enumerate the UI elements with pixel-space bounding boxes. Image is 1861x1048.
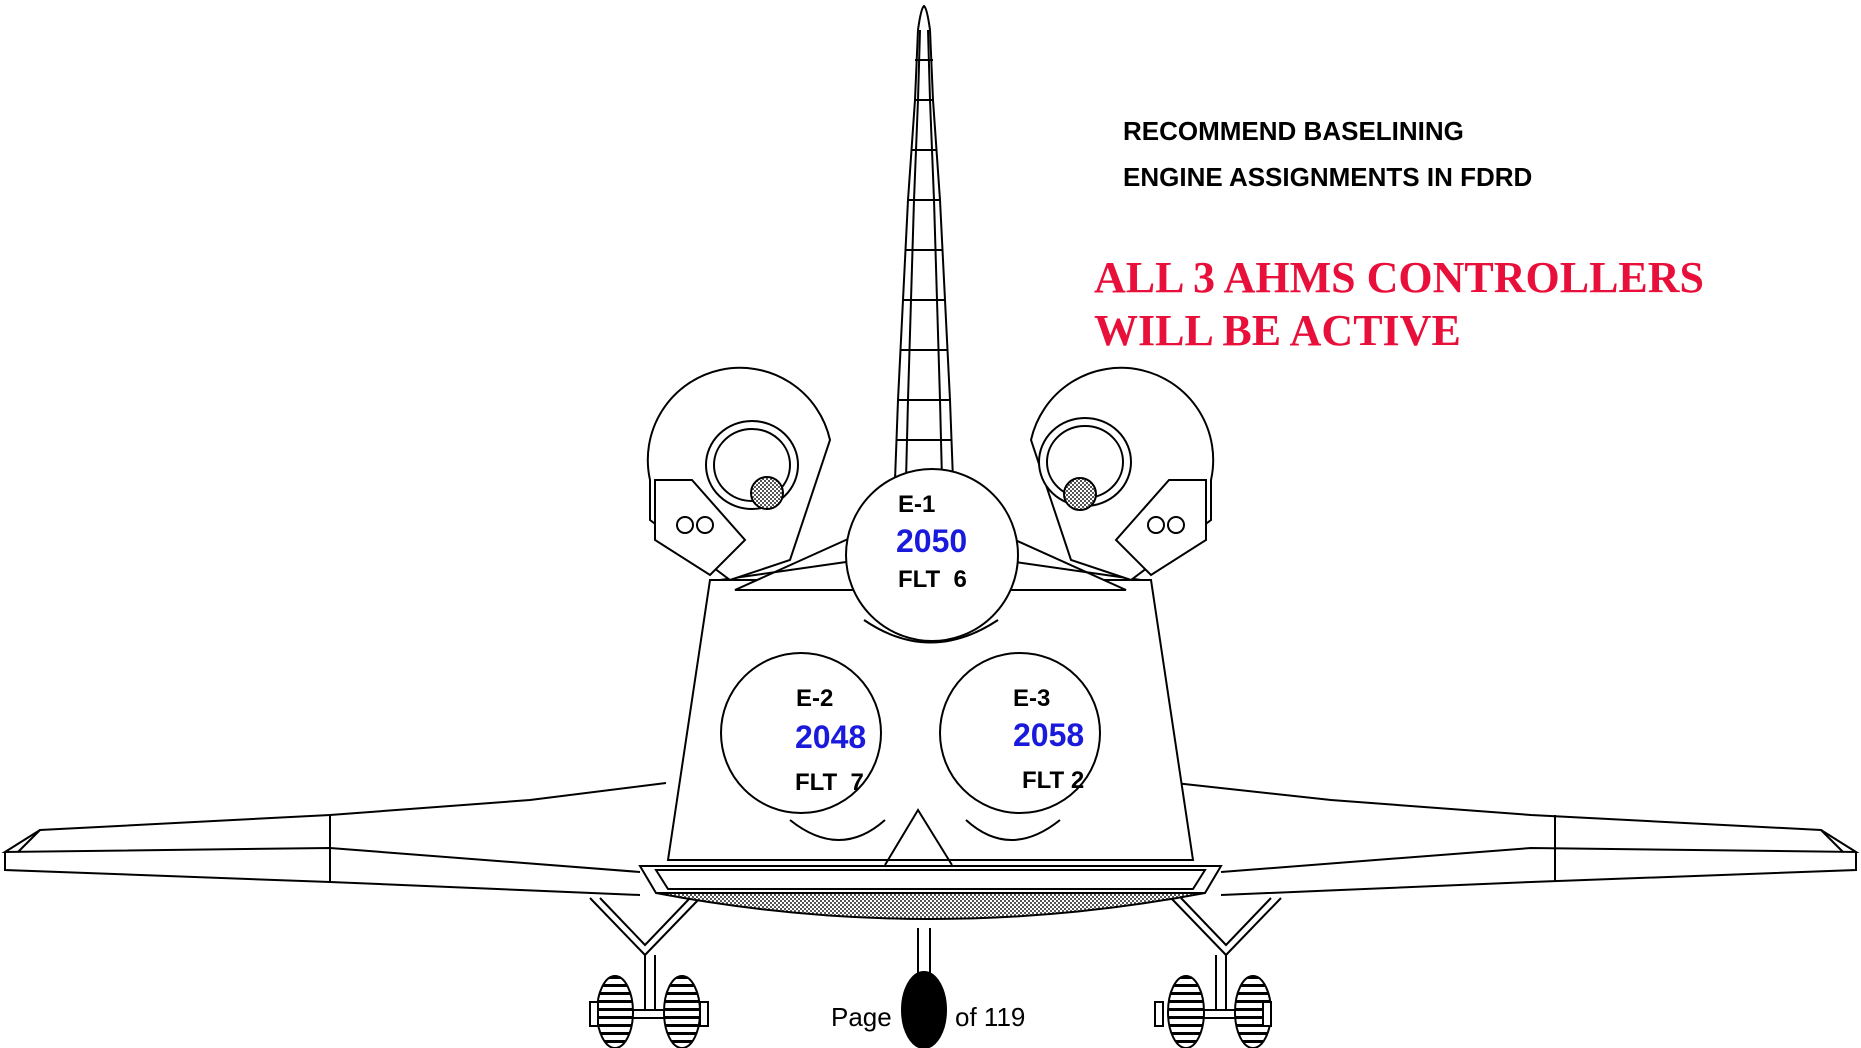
engine-1-serial: 2050 [896, 523, 967, 559]
engine-3-serial: 2058 [1013, 717, 1084, 753]
nose-gear [901, 928, 947, 1048]
engine-1-flight: FLT 6 [898, 566, 967, 593]
alert-line-1: ALL 3 AHMS CONTROLLERS [1094, 253, 1704, 302]
right-oms-pod [1029, 366, 1215, 582]
alert-line-2: WILL BE ACTIVE [1094, 306, 1461, 355]
engine-3-id: E-3 [1013, 685, 1050, 712]
body-flap [638, 865, 1223, 920]
engine-3-nozzle [939, 652, 1101, 841]
vertical-tail [893, 4, 955, 481]
right-wing [1174, 782, 1860, 896]
engine-splitter [884, 808, 953, 866]
engine-2-serial: 2048 [795, 719, 866, 755]
left-wing [1, 782, 667, 896]
recommendation-line-1: RECOMMEND BASELINING [1123, 116, 1464, 146]
engine-2-nozzle [720, 652, 886, 841]
left-main-gear [589, 897, 709, 1048]
left-oms-pod [646, 366, 832, 582]
engine-3-flight: FLT 2 [1022, 767, 1084, 794]
engine-2-id: E-2 [796, 685, 833, 712]
engine-1-id: E-1 [898, 491, 935, 518]
right-main-gear [1154, 897, 1282, 1048]
engine-2-flight: FLT 7 [795, 769, 864, 796]
engine-1-nozzle [845, 468, 1019, 644]
footer-page-word: Page [831, 1002, 892, 1032]
footer-of-total: of 119 [955, 1002, 1025, 1032]
recommendation-line-2: ENGINE ASSIGNMENTS IN FDRD [1123, 162, 1532, 192]
